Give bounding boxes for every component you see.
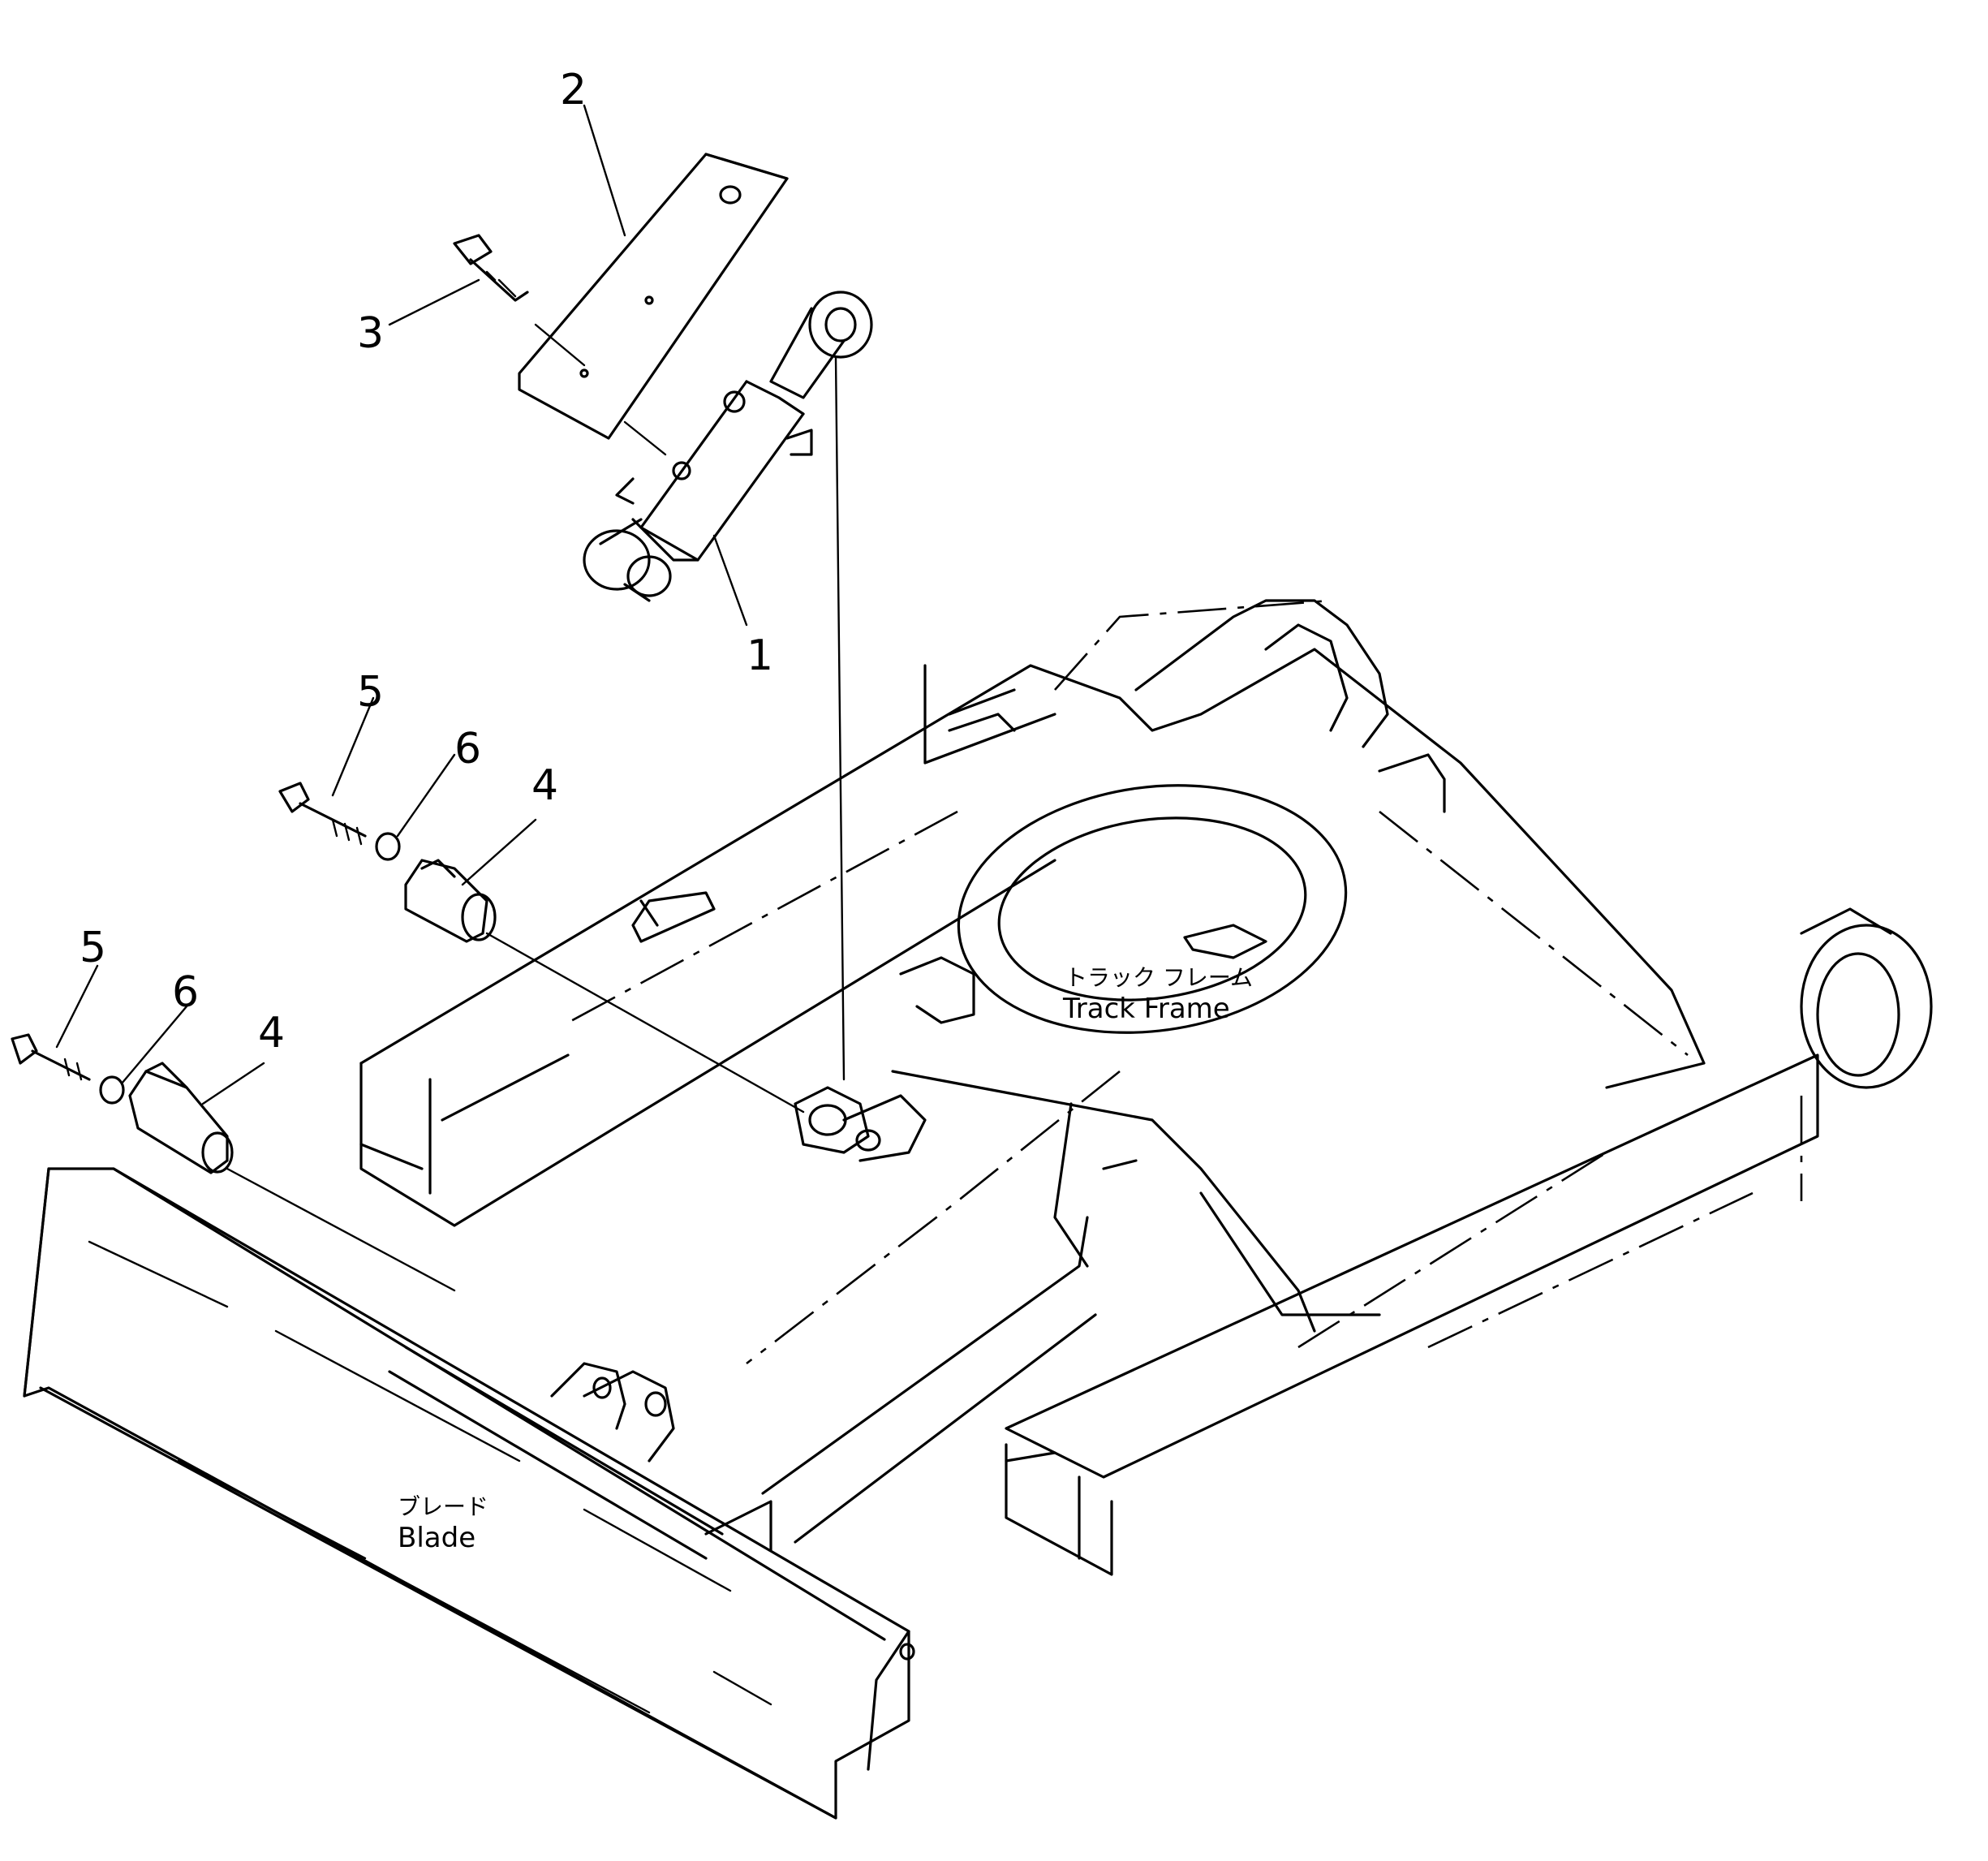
callout-5-lower: 5	[80, 924, 106, 972]
callout-4-upper: 4	[531, 761, 558, 810]
callout-2: 2	[560, 66, 587, 114]
blade-label-jp: ブレード	[398, 1493, 488, 1520]
assembly-lines	[226, 323, 846, 1292]
callout-3: 3	[357, 309, 384, 358]
blade	[23, 1167, 915, 1820]
pin-assembly-upper	[278, 782, 497, 943]
callout-5-upper: 5	[357, 668, 384, 717]
cylinder	[583, 291, 873, 602]
track-frame-label: Track Frame	[1062, 993, 1230, 1025]
cover-plate	[518, 153, 789, 440]
callout-6-upper: 6	[454, 725, 481, 773]
track-frame-label-jp: トラック フレーム	[1065, 964, 1253, 991]
callout-1: 1	[747, 631, 773, 680]
pin-assembly-lower	[11, 1033, 234, 1174]
blade-label: Blade	[398, 1522, 475, 1554]
bolt-3	[453, 234, 529, 302]
leader-lines	[55, 104, 748, 1105]
callout-6-lower: 6	[172, 968, 199, 1017]
track-frame	[359, 599, 1933, 1576]
callout-4-lower: 4	[258, 1009, 285, 1058]
